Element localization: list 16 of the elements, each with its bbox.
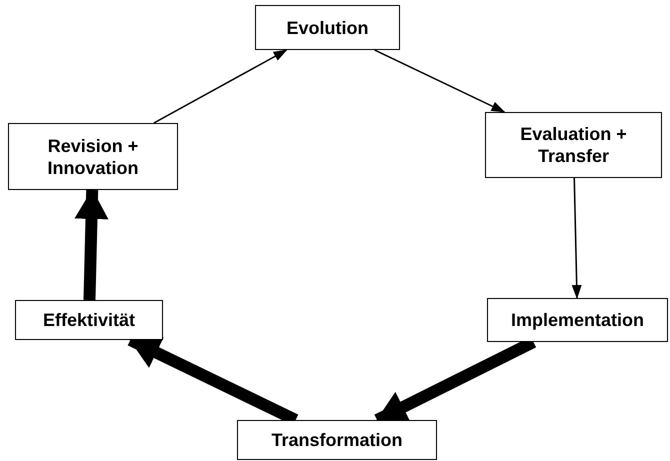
process-box	[485, 112, 662, 178]
arrow	[74, 189, 108, 300]
box-label: Revision + Innovation	[46, 134, 140, 178]
box-label: Evaluation + Transfer	[519, 123, 628, 167]
process-box	[255, 5, 400, 50]
arrow	[374, 49, 506, 113]
box-label: Effektivität	[42, 309, 136, 331]
box-label: Evolution	[286, 16, 368, 38]
process-box	[237, 420, 437, 460]
box-label: Implementation	[510, 309, 644, 331]
process-box	[8, 123, 178, 190]
arrow	[572, 178, 582, 299]
box-label: Transformation	[271, 429, 403, 451]
process-box	[15, 300, 163, 340]
process-box	[487, 298, 668, 342]
arrow	[154, 49, 288, 124]
